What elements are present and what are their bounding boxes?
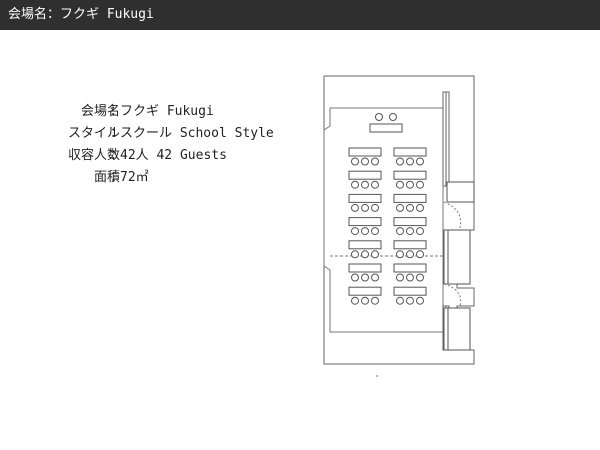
- seat: [396, 250, 404, 259]
- seat: [406, 180, 414, 189]
- seat: [416, 296, 424, 305]
- area-colon: ：: [110, 170, 124, 185]
- seat: [396, 296, 404, 305]
- venue-title-bar: 会場名：フクギ Fukugi: [0, 0, 600, 30]
- seat: [361, 157, 369, 166]
- seat: [351, 157, 359, 166]
- desk: [393, 263, 427, 273]
- seat: [361, 180, 369, 189]
- seat: [406, 203, 414, 212]
- seat: [371, 250, 379, 259]
- desk: [393, 193, 427, 203]
- seat: [396, 273, 404, 282]
- seat: [351, 296, 359, 305]
- speaker-seat: [389, 113, 397, 121]
- seat: [351, 227, 359, 236]
- seat: [361, 273, 369, 282]
- seat: [416, 157, 424, 166]
- desk: [393, 286, 427, 296]
- venue-name-value: フクギ Fukugi: [120, 104, 214, 119]
- area-label: 面積: [93, 170, 120, 185]
- seat: [406, 157, 414, 166]
- seat: [406, 227, 414, 236]
- desk: [393, 147, 427, 157]
- desk: [348, 147, 382, 157]
- venue-name-colon: ：: [110, 104, 124, 119]
- desk: [393, 217, 427, 227]
- seat: [396, 180, 404, 189]
- seat: [351, 273, 359, 282]
- capacity-colon: ：: [110, 148, 124, 163]
- seat: [361, 296, 369, 305]
- seat: [416, 250, 424, 259]
- style-label: スタイル: [67, 126, 120, 141]
- seat: [371, 296, 379, 305]
- seat: [416, 180, 424, 189]
- seat: [416, 273, 424, 282]
- venue-name-label: 会場名: [80, 104, 120, 119]
- seat: [416, 203, 424, 212]
- seat: [361, 250, 369, 259]
- desk: [393, 170, 427, 180]
- desk: [348, 170, 382, 180]
- seat: [371, 157, 379, 166]
- door-swing-bottom: [443, 283, 462, 307]
- desk: [348, 263, 382, 273]
- seat: [396, 203, 404, 212]
- door-swing-top: [443, 201, 462, 229]
- seat: [406, 296, 414, 305]
- seat: [371, 273, 379, 282]
- floor-plan-diagram: [323, 75, 475, 377]
- seat: [406, 273, 414, 282]
- capacity-label: 収容人数: [67, 148, 120, 163]
- seat: [406, 250, 414, 259]
- style-value: スクール School Style: [120, 126, 274, 141]
- desk: [348, 240, 382, 250]
- seat: [351, 250, 359, 259]
- style-colon: ：: [110, 126, 124, 141]
- speaker-table: [369, 123, 403, 133]
- seat: [351, 180, 359, 189]
- seat: [351, 203, 359, 212]
- desk: [348, 217, 382, 227]
- seat: [396, 157, 404, 166]
- venue-title: 会場名：フクギ Fukugi: [8, 7, 154, 22]
- seat: [361, 203, 369, 212]
- seat: [371, 180, 379, 189]
- capacity-value: 42人 42 Guests: [120, 148, 227, 163]
- seat: [371, 227, 379, 236]
- speaker-seat: [375, 113, 383, 121]
- seat: [361, 227, 369, 236]
- seat: [371, 203, 379, 212]
- area-value: 72㎡: [120, 170, 149, 185]
- seat: [396, 227, 404, 236]
- desk: [393, 240, 427, 250]
- desk: [348, 286, 382, 296]
- side-room-top: [446, 181, 475, 203]
- school-desk-grid: [348, 147, 427, 305]
- desk: [348, 193, 382, 203]
- seat: [416, 227, 424, 236]
